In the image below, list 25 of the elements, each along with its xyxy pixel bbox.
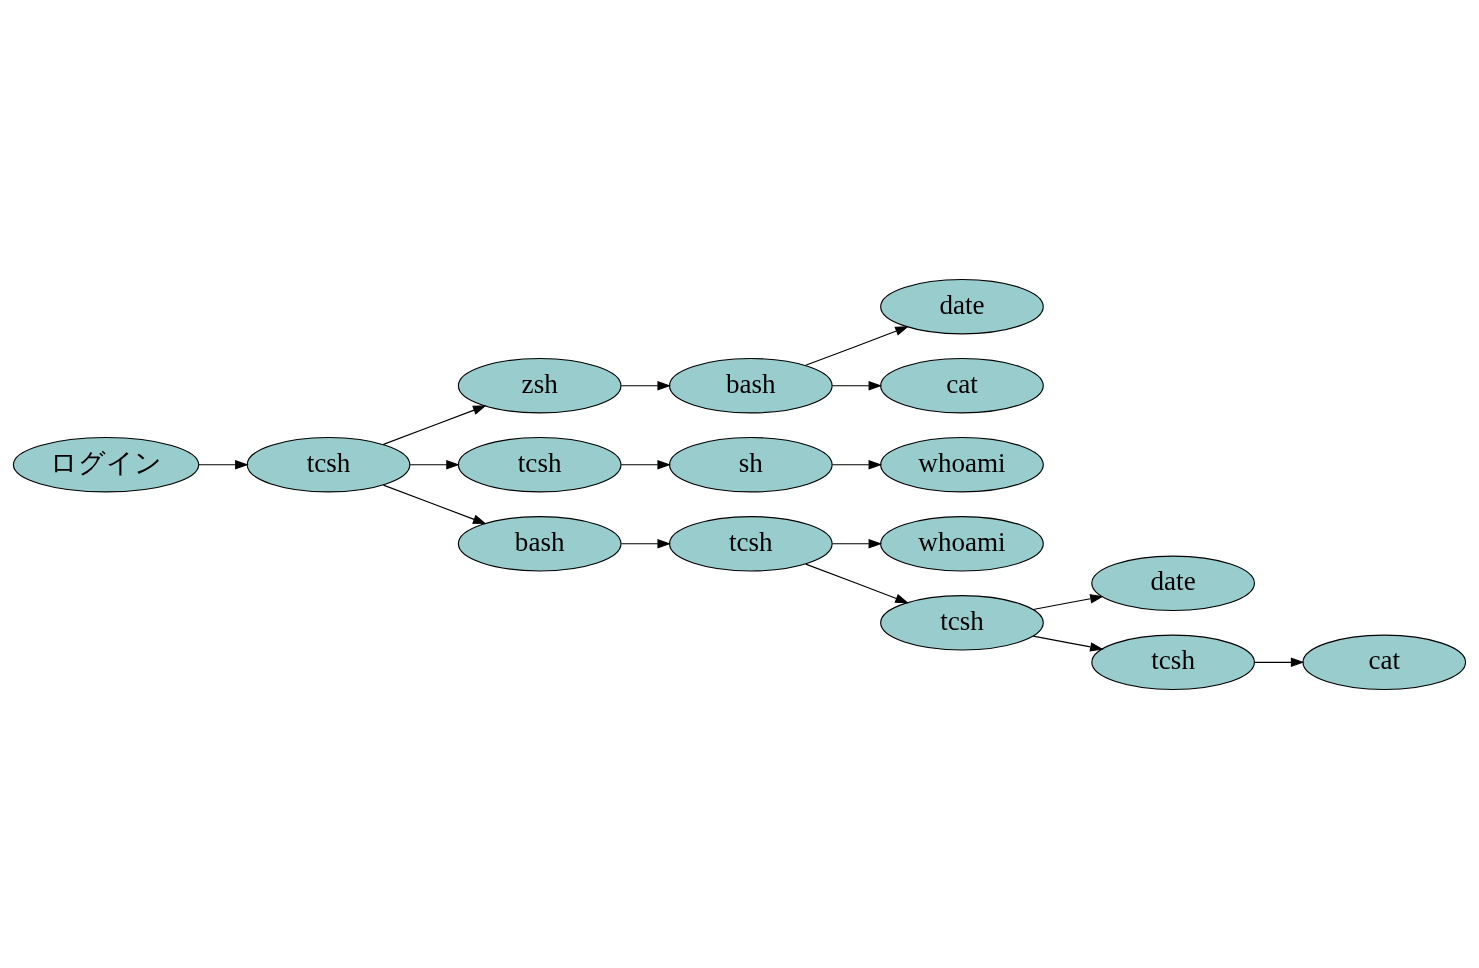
arrow xyxy=(1032,635,1104,652)
node-ellipse: cat xyxy=(880,357,1044,413)
arrow xyxy=(382,404,487,445)
arrow xyxy=(620,538,671,549)
arrow xyxy=(805,325,909,366)
node-ellipse: tcsh xyxy=(668,515,833,572)
arrow xyxy=(198,459,249,469)
node-ellipse: cat xyxy=(1302,634,1467,690)
node-ellipse: whoami xyxy=(880,515,1044,572)
arrow xyxy=(831,459,883,469)
node-ellipse: tcsh xyxy=(457,436,622,492)
arrow xyxy=(409,459,460,469)
node-ellipse: tcsh xyxy=(246,436,411,492)
arrow xyxy=(1032,593,1104,610)
arrow xyxy=(382,484,487,524)
arrow xyxy=(620,459,671,469)
node-ellipse: sh xyxy=(668,436,833,492)
node-ellipse: ログイン xyxy=(12,436,200,492)
arrow xyxy=(831,538,883,549)
arrow xyxy=(1254,657,1305,667)
arrow xyxy=(805,563,909,603)
arrow xyxy=(620,380,671,390)
node-ellipse: bash xyxy=(668,357,833,413)
node-ellipse: whoami xyxy=(880,436,1044,492)
arrow xyxy=(831,380,883,390)
